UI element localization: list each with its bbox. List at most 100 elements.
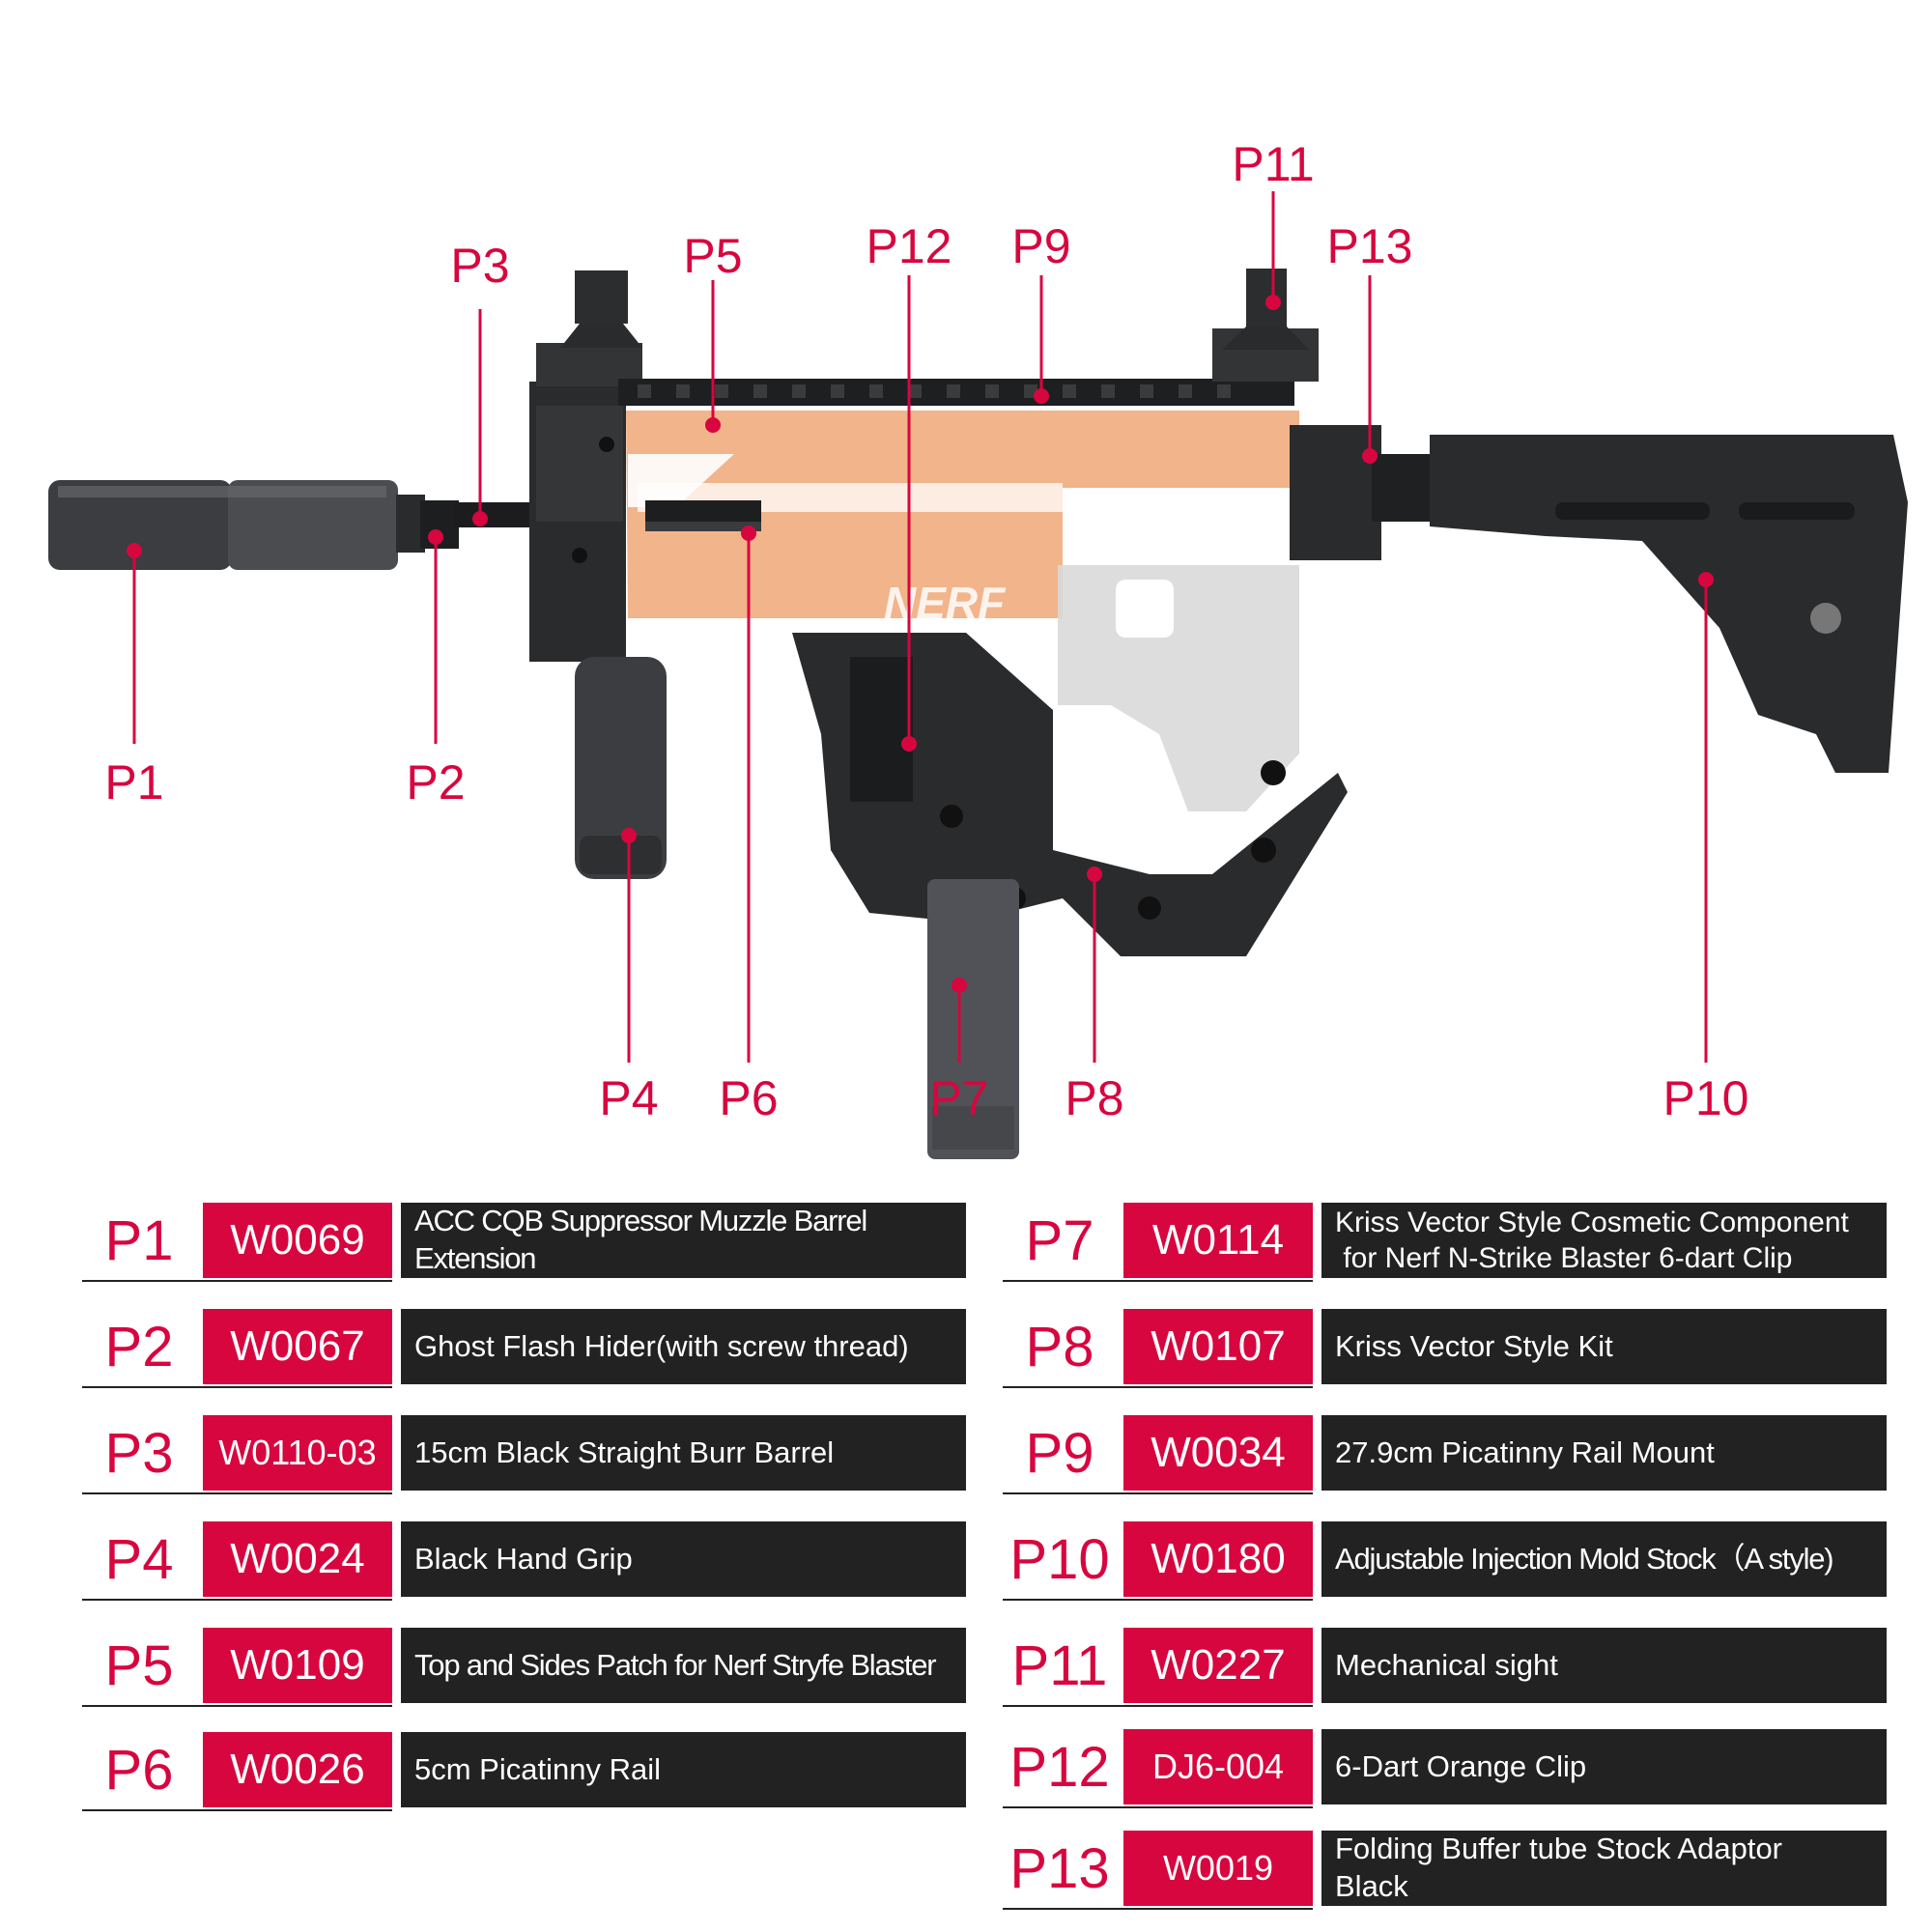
callout-p8: P8 [1065,1071,1124,1125]
stock-adaptor-part [1290,425,1430,560]
part-description-line: for Nerf N-Strike Blaster 6-dart Clip [1335,1242,1793,1274]
part-number: P2 [104,1316,174,1378]
part-number: P8 [1025,1316,1094,1378]
part-code: W0114 [1123,1203,1313,1278]
part-description: Folding Buffer tube Stock Adaptor Black [1321,1831,1887,1906]
hand-grip-part [575,657,667,879]
callout-p3: P3 [450,239,510,293]
part-description: Top and Sides Patch for Nerf Stryfe Blas… [401,1628,966,1703]
blaster-diagram: NERF [48,137,1908,1159]
part-description: 27.9cm Picatinny Rail Mount [1321,1415,1887,1491]
part-row: P3 W0110-03 15cm Black Straight Burr Bar… [82,1415,966,1494]
row-divider [1003,1280,1313,1282]
part-row: P2 W0067 Ghost Flash Hider(with screw th… [82,1309,966,1388]
part-description-line: Folding Buffer tube Stock Adaptor [1335,1832,1783,1866]
barrel-part [454,502,533,527]
row-divider [1003,1599,1313,1601]
part-row: P12 DJ6-004 6-Dart Orange Clip [1003,1729,1887,1808]
nerf-body-part: NERF [626,411,1299,628]
part-row: P5 W0109 Top and Sides Patch for Nerf St… [82,1628,966,1707]
leader-dots [127,295,1714,993]
part-row: P1 W0069 ACC CQB Suppressor Muzzle Barre… [82,1203,966,1282]
row-divider [1003,1908,1313,1910]
row-divider [1003,1492,1313,1494]
part-code: W0019 [1123,1831,1313,1906]
callout-p1: P1 [104,755,164,810]
part-code: W0026 [203,1732,392,1807]
part-number: P5 [104,1634,174,1697]
nerf-logo-icon: NERF [884,578,1007,628]
callout-p5: P5 [683,229,743,283]
forward-rail-part [645,500,761,531]
row-divider [1003,1806,1313,1808]
callout-p9: P9 [1011,219,1071,273]
part-description: Adjustable Injection Mold Stock（A style) [1321,1521,1887,1597]
row-divider [1003,1386,1313,1388]
part-code: W0110-03 [203,1415,392,1491]
row-divider [82,1492,392,1494]
part-code: W0034 [1123,1415,1313,1491]
trigger-housing-part [1058,565,1299,811]
part-number: P12 [1009,1736,1110,1799]
part-description: ACC CQB Suppressor Muzzle Barrel Extensi… [401,1203,966,1278]
front-block-part [529,382,626,662]
part-description: 15cm Black Straight Burr Barrel [401,1415,966,1491]
part-number: P11 [1011,1634,1108,1697]
part-number: P4 [104,1528,174,1591]
part-description: Kriss Vector Style Cosmetic Component fo… [1321,1203,1887,1278]
stock-part [1430,435,1908,773]
row-divider [1003,1705,1313,1707]
part-code: W0069 [203,1203,392,1278]
blaster-illustration: NERF [48,191,1908,1159]
part-code: W0109 [203,1628,392,1703]
part-description: Kriss Vector Style Kit [1321,1309,1887,1384]
part-row: P4 W0024 Black Hand Grip [82,1521,966,1601]
kriss-vector-kit-part [792,633,1348,956]
part-code: W0227 [1123,1628,1313,1703]
part-description: Black Hand Grip [401,1521,966,1597]
callout-p10: P10 [1662,1071,1749,1125]
part-row: P10 W0180 Adjustable Injection Mold Stoc… [1003,1521,1887,1601]
part-code: W0107 [1123,1309,1313,1384]
part-number: P9 [1025,1422,1094,1485]
part-row: P9 W0034 27.9cm Picatinny Rail Mount [1003,1415,1887,1494]
part-number: P13 [1009,1837,1110,1900]
callout-p4: P4 [599,1071,659,1125]
magazine-part [927,879,1019,1159]
part-code: DJ6-004 [1123,1729,1313,1804]
suppressor-part [48,480,459,570]
part-description-line: Black [1335,1869,1408,1903]
part-description-line: Kriss Vector Style Cosmetic Component [1335,1206,1849,1238]
part-row: P6 W0026 5cm Picatinny Rail [82,1732,966,1811]
part-description: Ghost Flash Hider(with screw thread) [401,1309,966,1384]
row-divider [82,1705,392,1707]
part-row: P13 W0019 Folding Buffer tube Stock Adap… [1003,1831,1887,1910]
part-number: P6 [104,1739,174,1802]
front-sight-part [536,270,642,386]
row-divider [82,1599,392,1601]
callout-p2: P2 [406,755,466,810]
part-number: P10 [1009,1528,1110,1591]
part-number: P1 [104,1209,174,1272]
part-code: W0180 [1123,1521,1313,1597]
part-code: W0024 [203,1521,392,1597]
part-row: P8 W0107 Kriss Vector Style Kit [1003,1309,1887,1388]
part-row: P11 W0227 Mechanical sight [1003,1628,1887,1707]
row-divider [82,1386,392,1388]
row-divider [82,1809,392,1811]
callout-p12: P12 [866,219,952,273]
part-code: W0067 [203,1309,392,1384]
callout-p11: P11 [1232,137,1315,191]
part-description: 6-Dart Orange Clip [1321,1729,1887,1804]
row-divider [82,1280,392,1282]
part-number: P3 [104,1422,174,1485]
part-description: Mechanical sight [1321,1628,1887,1703]
rear-sight-part [1212,269,1319,382]
callout-p7: P7 [929,1071,989,1125]
leader-lines [132,191,1708,1063]
callout-p13: P13 [1326,219,1413,273]
part-description: 5cm Picatinny Rail [401,1732,966,1807]
part-row: P7 W0114 Kriss Vector Style Cosmetic Com… [1003,1203,1887,1282]
callout-p6: P6 [719,1071,779,1125]
part-number: P7 [1025,1209,1094,1272]
